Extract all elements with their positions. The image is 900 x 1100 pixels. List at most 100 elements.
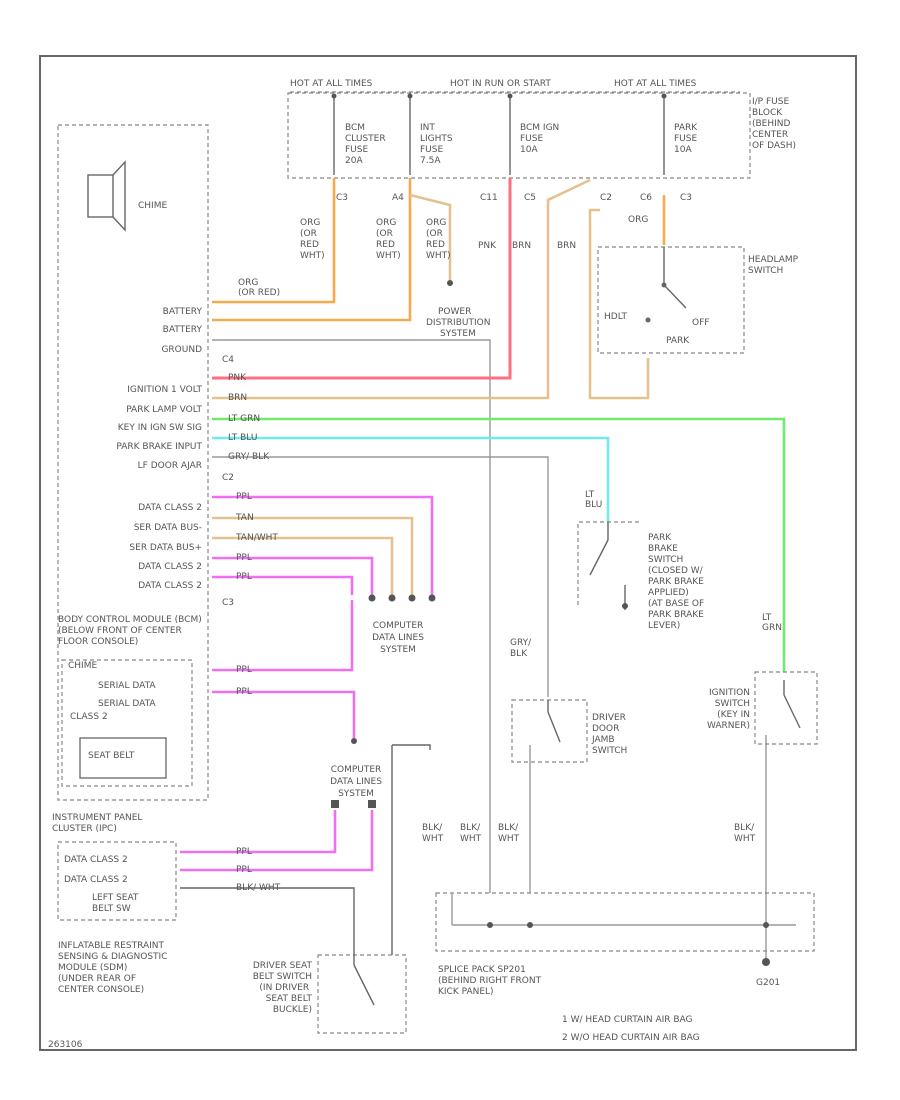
splice-pack-wires	[451, 893, 796, 928]
svg-text:TAN: TAN	[235, 513, 254, 523]
cdls-2-terminal-b	[368, 800, 376, 808]
svg-text:BLK/WHT: BLK/WHT	[498, 823, 520, 844]
svg-text:PPL: PPL	[236, 847, 252, 857]
headlamp-switch-contacts: HDLT OFF PARK	[604, 247, 709, 346]
ipc-wires: PPL PPL BLK/ WHT	[180, 810, 374, 910]
ground-label: G201	[756, 978, 780, 988]
splice-pack-box	[435, 892, 815, 952]
footer-code: 263106	[48, 1040, 83, 1050]
bcm-pin-labels: BATTERY BATTERY GROUND IGNITION 1 VOLT P…	[116, 307, 202, 591]
ipc-pin-data-1: DATA CLASS 2	[64, 855, 128, 865]
svg-text:LT BLU: LT BLU	[228, 433, 257, 443]
svg-text:C2: C2	[600, 193, 612, 203]
svg-text:BLK/ WHT: BLK/ WHT	[236, 883, 281, 893]
pin-park-brake: PARK BRAKE INPUT	[116, 442, 202, 452]
bcm-inner-seatbelt: SEAT BELT	[88, 751, 135, 761]
seatbelt-switch-contacts	[353, 744, 431, 1006]
svg-text:BRN: BRN	[557, 241, 576, 251]
door-switch-contacts	[529, 700, 561, 893]
pin-ser-data-minus: SER DATA BUS-	[134, 523, 202, 533]
svg-text:BLK/WHT: BLK/WHT	[422, 823, 444, 844]
svg-text:PNK: PNK	[478, 241, 497, 251]
svg-text:PPL: PPL	[236, 865, 252, 875]
svg-text:C3: C3	[336, 193, 348, 203]
note-2: 2 W/O HEAD CURTAIN AIR BAG	[562, 1033, 700, 1043]
cdls-2-terminal-a	[331, 800, 339, 808]
chime-icon	[87, 160, 126, 232]
svg-text:PPL: PPL	[236, 572, 252, 582]
svg-text:C5: C5	[524, 193, 536, 203]
svg-text:BLK/WHT: BLK/WHT	[734, 823, 756, 844]
pin-data-class2-a: DATA CLASS 2	[138, 503, 202, 513]
note-1: 1 W/ HEAD CURTAIN AIR BAG	[562, 1015, 693, 1025]
svg-text:TAN/WHT: TAN/WHT	[235, 533, 278, 543]
bcm-inner-chime: CHIME	[68, 661, 97, 671]
headlamp-switch-box	[597, 246, 745, 354]
svg-text:PPL: PPL	[236, 492, 252, 502]
svg-text:GRY/ BLK: GRY/ BLK	[228, 452, 270, 462]
pin-ser-data-plus: SER DATA BUS+	[129, 543, 202, 553]
svg-text:C3: C3	[680, 193, 692, 203]
connector-c3: C3	[222, 598, 234, 608]
ipc-box	[57, 841, 177, 921]
svg-text:LT GRN: LT GRN	[228, 414, 260, 424]
svg-text:C6: C6	[640, 193, 652, 203]
park-brake-switch	[577, 521, 640, 610]
bcm-inner-box	[61, 659, 193, 787]
ipc-pin-data-2: DATA CLASS 2	[64, 875, 128, 885]
svg-text:HDLT: HDLT	[604, 312, 627, 322]
pin-battery-2: BATTERY	[163, 325, 203, 335]
svg-text:PARK: PARK	[666, 336, 690, 346]
pin-battery-1: BATTERY	[163, 307, 203, 317]
seat-belt-indicator-box	[79, 737, 167, 779]
svg-text:OFF: OFF	[692, 318, 709, 328]
pin-key-in: KEY IN IGN SW SIG	[118, 423, 202, 433]
svg-text:PPL: PPL	[236, 665, 252, 675]
seatbelt-switch-box	[317, 954, 407, 1034]
connector-c4: C4	[222, 355, 234, 365]
svg-text:BLK/WHT: BLK/WHT	[460, 823, 482, 844]
bcm-inner-serial-1: SERIAL DATA	[98, 681, 156, 691]
bcm-inner-serial-2: SERIAL DATA	[98, 699, 156, 709]
bcm-title: BODY CONTROL MODULE (BCM)(BELOW FRONT OF…	[58, 615, 202, 647]
door-switch-box	[511, 699, 588, 763]
pin-data-class2-b: DATA CLASS 2	[138, 562, 202, 572]
fuse-block-box	[287, 92, 751, 179]
bcm-box	[57, 124, 209, 801]
pin-data-class2-c: DATA CLASS 2	[138, 581, 202, 591]
bus-label-hot-1: HOT AT ALL TIMES	[290, 79, 373, 89]
svg-text:ORG(OR RED): ORG(OR RED)	[238, 278, 280, 298]
diagram-frame	[39, 55, 857, 1051]
pin-park-lamp: PARK LAMP VOLT	[126, 405, 202, 415]
svg-text:PPL: PPL	[236, 553, 252, 563]
chime-label: CHIME	[138, 201, 167, 211]
svg-text:PPL: PPL	[236, 687, 252, 697]
svg-text:ORG: ORG	[628, 215, 648, 225]
bcm-inner-class2: CLASS 2	[70, 712, 108, 722]
svg-text:A4: A4	[392, 193, 404, 203]
ignition-switch-box	[754, 671, 818, 745]
fuse-block-label: I/P FUSE BLOCK (BEHIND CENTER OF DASH)	[752, 97, 796, 151]
